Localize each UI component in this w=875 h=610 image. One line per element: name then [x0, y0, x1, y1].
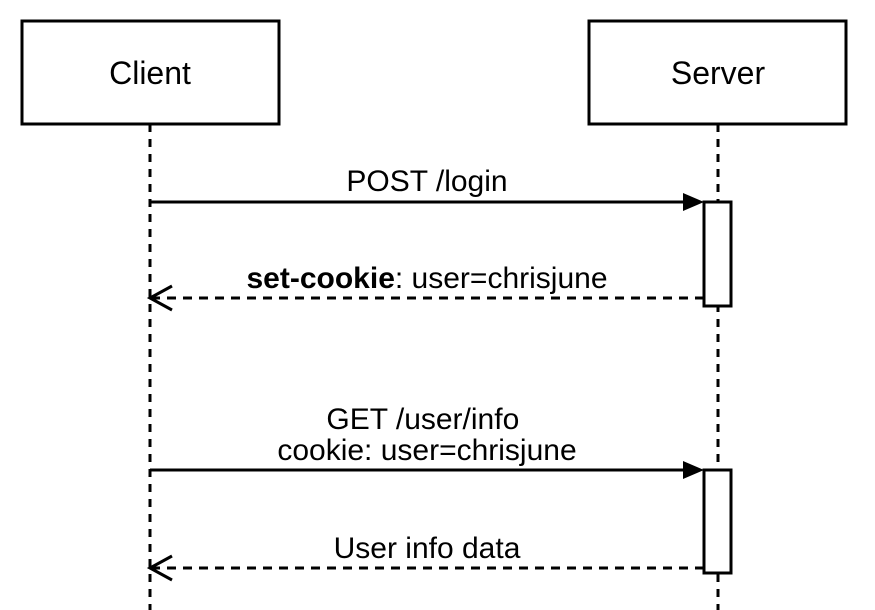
- actor-box-server: [587, 19, 848, 126]
- message-user-info-data: User info data: [146, 532, 704, 582]
- message-label-get-line1: GET /user/info: [326, 403, 519, 436]
- actor-label-server: Server: [671, 55, 766, 91]
- actor-client: Client: [20, 19, 281, 126]
- activation-bar-userinfo: [702, 468, 733, 575]
- actor-label-client: Client: [109, 55, 191, 91]
- actor-box-client: [20, 19, 281, 126]
- open-arrowhead-icon: [146, 554, 173, 582]
- message-label-get-user-info: GET /user/info cookie: user=chrisjune: [277, 403, 576, 467]
- activation-bar-login: [702, 200, 733, 308]
- actor-server: Server: [587, 19, 848, 126]
- message-label-get-line2: cookie: user=chrisjune: [277, 434, 576, 467]
- open-arrowhead-icon: [146, 284, 173, 312]
- message-label-set-cookie-rest: : user=chrisjune: [395, 262, 608, 295]
- message-set-cookie: set-cookie: user=chrisjune: [146, 262, 704, 312]
- message-label-set-cookie: set-cookie: user=chrisjune: [247, 262, 608, 295]
- message-label-user-info-data: User info data: [334, 532, 521, 565]
- message-label-post-login: POST /login: [346, 165, 507, 198]
- message-label-set-cookie-bold: set-cookie: [247, 262, 395, 295]
- message-post-login: POST /login: [150, 165, 704, 211]
- filled-arrowhead-icon: [683, 461, 704, 479]
- message-get-user-info: GET /user/info cookie: user=chrisjune: [150, 403, 704, 479]
- filled-arrowhead-icon: [683, 193, 704, 211]
